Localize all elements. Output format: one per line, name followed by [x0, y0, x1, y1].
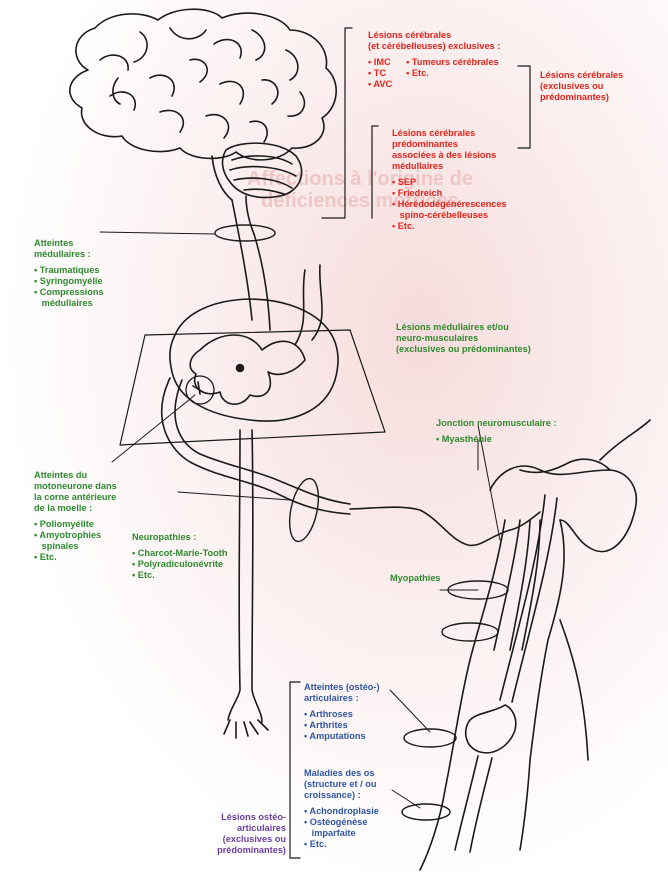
motoneuron-item: spinales	[34, 541, 117, 552]
torso-outline	[560, 620, 588, 760]
medullary-item: • Syringomyélie	[34, 276, 104, 287]
medullary-item: • Compressions	[34, 287, 104, 298]
osteo-summary-line: Lésions ostéo-	[196, 812, 286, 823]
neuropathies-item: • Charcot-Marie-Tooth	[132, 548, 227, 559]
cerebral-exclusive-item: • Etc.	[406, 68, 498, 79]
neuropathies-title: Neuropathies :	[132, 532, 227, 543]
cord-cross-section	[170, 299, 338, 421]
medullary-block: Atteintes médullaires : • Traumatiques •…	[34, 238, 104, 309]
bone-item: • Etc.	[304, 839, 379, 850]
bone-item: imparfaite	[304, 828, 379, 839]
cerebral-predominant-item: • Friedreich	[392, 188, 507, 199]
cerebral-exclusive-item: • Tumeurs cérébrales	[406, 57, 498, 68]
cerebral-summary-line: prédominantes)	[540, 92, 623, 103]
cord-section-plane	[120, 330, 385, 445]
neuropathies-block: Neuropathies : • Charcot-Marie-Tooth • P…	[132, 532, 227, 581]
junction-title: Jonction neuromusculaire :	[436, 418, 556, 429]
myopathies-title: Myopathies	[390, 573, 441, 584]
arm-drawing	[420, 420, 650, 870]
cerebral-exclusive-title-2: (et cérébelleuses) exclusives :	[368, 41, 500, 52]
cerebral-exclusive-block: Lésions cérébrales (et cérébelleuses) ex…	[368, 30, 500, 90]
medullary-summary-line: Lésions médullaires et/ou	[396, 322, 531, 333]
bone-title: croissance) :	[304, 790, 379, 801]
motoneuron-title: Atteintes du	[34, 470, 117, 481]
medullary-title: médullaires :	[34, 249, 104, 260]
cerebral-predominant-title: médullaires	[392, 161, 507, 172]
osteo-summary-block: Lésions ostéo- articulaires (exclusives …	[196, 812, 286, 856]
marker-brainstem	[215, 225, 275, 241]
junction-block: Jonction neuromusculaire : • Myasthénie	[436, 418, 556, 445]
cerebral-predominant-block: Lésions cérébrales prédominantes associé…	[392, 128, 507, 232]
articular-block: Atteintes (ostéo-) articulaires : • Arth…	[304, 682, 380, 742]
leader-lines	[100, 232, 500, 808]
bone-item: • Ostéogénèse	[304, 817, 379, 828]
bone-title: Maladies des os	[304, 768, 379, 779]
motoneuron-title: de la moelle :	[34, 503, 117, 514]
osteo-summary-line: prédominantes)	[196, 845, 286, 856]
motoneuron-item: • Etc.	[34, 552, 117, 563]
cerebral-predominant-title: associées à des lésions	[392, 150, 507, 161]
neuropathies-item: • Etc.	[132, 570, 227, 581]
myopathies-block: Myopathies	[390, 573, 441, 584]
articular-item: • Arthrites	[304, 720, 380, 731]
articular-item: • Amputations	[304, 731, 380, 742]
motoneuron-title: motoneurone dans	[34, 481, 117, 492]
motoneuron-block: Atteintes du motoneurone dans la corne a…	[34, 470, 117, 563]
cerebral-predominant-item: • Etc.	[392, 221, 507, 232]
bone-item: • Achondroplasie	[304, 806, 379, 817]
motoneuron-title: la corne antérieure	[34, 492, 117, 503]
cerebral-summary-block: Lésions cérébrales (exclusives ou prédom…	[540, 70, 623, 103]
cerebral-predominant-title: Lésions cérébrales	[392, 128, 507, 139]
marker-bone	[402, 804, 450, 820]
articular-title: Atteintes (ostéo-)	[304, 682, 380, 693]
articular-title: articulaires :	[304, 693, 380, 704]
cerebral-exclusive-title-1: Lésions cérébrales	[368, 30, 500, 41]
cerebral-exclusive-item: • AVC	[368, 79, 392, 90]
neuropathies-item: • Polyradiculonévrite	[132, 559, 227, 570]
bone-title: (structure et / ou	[304, 779, 379, 790]
medullary-summary-line: (exclusives ou prédominantes)	[396, 344, 531, 355]
cerebral-exclusive-item: • TC	[368, 68, 392, 79]
bone-block: Maladies des os (structure et / ou crois…	[304, 768, 379, 850]
cerebral-predominant-title: prédominantes	[392, 139, 507, 150]
motoneuron-item: • Amyotrophies	[34, 530, 117, 541]
medullary-title: Atteintes	[34, 238, 104, 249]
cerebral-predominant-item: • Hérédodégénérescences	[392, 199, 507, 210]
osteo-summary-line: (exclusives ou	[196, 834, 286, 845]
cerebral-predominant-item: • SEP	[392, 177, 507, 188]
cerebral-summary-line: Lésions cérébrales	[540, 70, 623, 81]
medullary-summary-block: Lésions médullaires et/ou neuro-musculai…	[396, 322, 531, 355]
osteo-summary-line: articulaires	[196, 823, 286, 834]
articular-item: • Arthroses	[304, 709, 380, 720]
motoneuron-item: • Poliomyélite	[34, 519, 117, 530]
brain-drawing	[70, 9, 336, 234]
cerebral-exclusive-item: • IMC	[368, 57, 392, 68]
medullary-summary-line: neuro-musculaires	[396, 333, 531, 344]
cerebral-predominant-item: spino-cérébelleuses	[392, 210, 507, 221]
junction-item: • Myasthénie	[436, 434, 556, 445]
cerebral-summary-line: (exclusives ou	[540, 81, 623, 92]
marker-myopathy-2	[442, 623, 498, 641]
spinal-cord-drawing	[232, 200, 270, 330]
medullary-item: médullaires	[34, 298, 104, 309]
medullary-item: • Traumatiques	[34, 265, 104, 276]
